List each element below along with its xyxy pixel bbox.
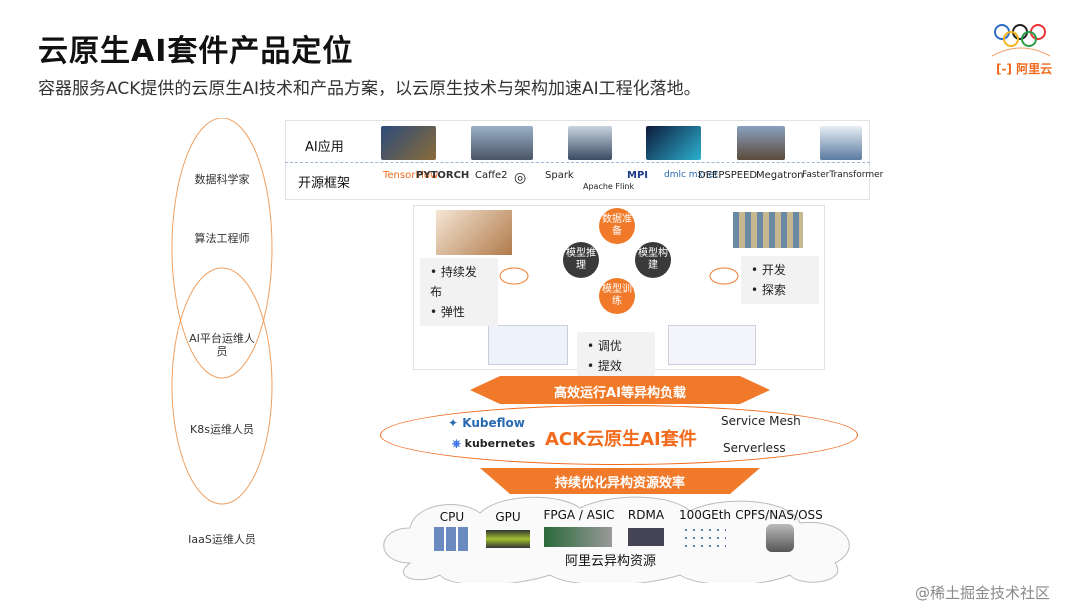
res-fpga-label: FPGA / ASIC — [543, 508, 615, 522]
framework-ring-icon: ◎ — [514, 170, 527, 186]
role-data-scientist: 数据科学家 — [194, 173, 250, 186]
kubernetes-logo: ⎈ kubernetes — [452, 437, 535, 451]
ai-app-image-2 — [471, 126, 533, 160]
framework-caffe2: Caffe2 — [475, 170, 508, 181]
cycle-icon-right — [709, 267, 739, 285]
framework-flink: Apache Flink — [583, 182, 635, 191]
resource-cloud — [383, 496, 850, 583]
bottom-bullets: • 调优 • 提效 — [577, 332, 655, 380]
role-algorithm-engineer: 算法工程师 — [194, 232, 250, 245]
node-model-infer: 模型推理 — [563, 242, 599, 278]
right-bullets: • 开发 • 探索 — [741, 256, 819, 304]
ai-app-image-4 — [646, 126, 701, 160]
page-title: 云原生AI套件产品定位 — [38, 34, 354, 69]
cpu-icon — [434, 527, 470, 551]
lower-arrow-label: 持续优化异构资源效率 — [554, 476, 685, 491]
ack-suite-title: ACK云原生AI套件 — [545, 429, 697, 450]
cloud-resource-label: 阿里云异构资源 — [565, 554, 657, 569]
right-bullet-1: • 开发 — [751, 263, 786, 277]
node-model-build: 模型构建 — [635, 242, 671, 278]
dog-image — [436, 210, 512, 255]
olympic-rings-logo — [991, 24, 1051, 57]
right-bullet-2: • 探索 — [751, 283, 786, 297]
aliyun-logo-label: 阿里云 — [1016, 62, 1053, 76]
kubeflow-icon: ✦ — [448, 416, 459, 430]
framework-pytorch: PYTORCH — [416, 170, 470, 181]
node-data-prep: 数据准备 — [599, 208, 635, 244]
neural-net-thumb — [668, 325, 756, 365]
kubernetes-icon: ⎈ — [452, 437, 461, 450]
ai-app-image-6 — [820, 126, 862, 160]
left-bullet-1: • 持续发布 — [430, 265, 477, 299]
res-cpu-label: CPU — [439, 510, 465, 524]
ack-suite-ellipse — [380, 405, 858, 465]
gpu-icon — [486, 530, 530, 548]
ai-app-image-1 — [381, 126, 436, 160]
page-subtitle: 容器服务ACK提供的云原生AI技术和产品方案，以云原生技术与架构加速AI工程化落… — [38, 79, 701, 99]
architecture-diagram-thumb — [488, 325, 568, 365]
ai-stack-box — [285, 120, 870, 200]
framework-tensorflow: TensorFlow — [383, 170, 439, 181]
framework-spark: Spark — [545, 170, 574, 181]
bottom-bullet-2: • 提效 — [587, 359, 622, 373]
res-100geth-label: 100GEth — [678, 508, 732, 522]
service-mesh-label: Service Mesh — [721, 414, 801, 428]
ai-app-image-5 — [737, 126, 785, 160]
storage-icon — [766, 524, 794, 552]
role-iaas-ops: IaaS运维人员 — [188, 533, 256, 546]
res-storage-label: CPFS/NAS/OSS — [735, 508, 823, 522]
framework-megatron: Megatron — [756, 170, 804, 181]
left-bullets: • 持续发布 • 弹性 — [420, 258, 498, 326]
res-gpu-label: GPU — [495, 510, 521, 524]
upper-arrow — [470, 376, 770, 404]
lower-arrow — [480, 468, 760, 494]
upper-arrow-label: 高效运行AI等异构负载 — [554, 386, 686, 401]
roles-ellipses — [171, 118, 273, 505]
rdma-icon — [628, 528, 664, 546]
cycle-icon-left — [499, 267, 529, 285]
framework-deepspeed: DEEPSPEED — [698, 170, 758, 181]
aliyun-icon: [-] — [996, 62, 1012, 76]
ai-app-image-3 — [568, 126, 612, 160]
left-bullet-2: • 弹性 — [430, 305, 465, 319]
node-model-train: 模型训练 — [599, 278, 635, 314]
framework-mpi: MPI — [627, 170, 649, 181]
role-k8s-ops: K8s运维人员 — [190, 423, 254, 436]
framework-label: 开源框架 — [298, 176, 351, 191]
image-grid-thumb — [733, 212, 803, 248]
framework-fastertransformer: FasterTransformer — [802, 170, 884, 180]
fpga-icon — [544, 527, 612, 547]
aliyun-logo-text: [-] 阿里云 — [996, 60, 1052, 77]
network-icon — [682, 526, 726, 548]
ai-app-label: AI应用 — [305, 140, 344, 155]
role-ai-platform-ops: AI平台运维人员 — [189, 332, 255, 358]
bottom-bullet-1: • 调优 — [587, 339, 622, 353]
watermark: @稀土掘金技术社区 — [915, 584, 1051, 602]
kubeflow-logo: ✦ Kubeflow — [448, 416, 525, 430]
serverless-label: Serverless — [723, 441, 786, 455]
res-rdma-label: RDMA — [627, 508, 665, 522]
framework-mxnet: dmlc mxnet — [664, 170, 718, 180]
kubernetes-label: kubernetes — [464, 437, 536, 450]
stack-divider — [285, 162, 870, 163]
kubeflow-label: Kubeflow — [462, 416, 525, 430]
